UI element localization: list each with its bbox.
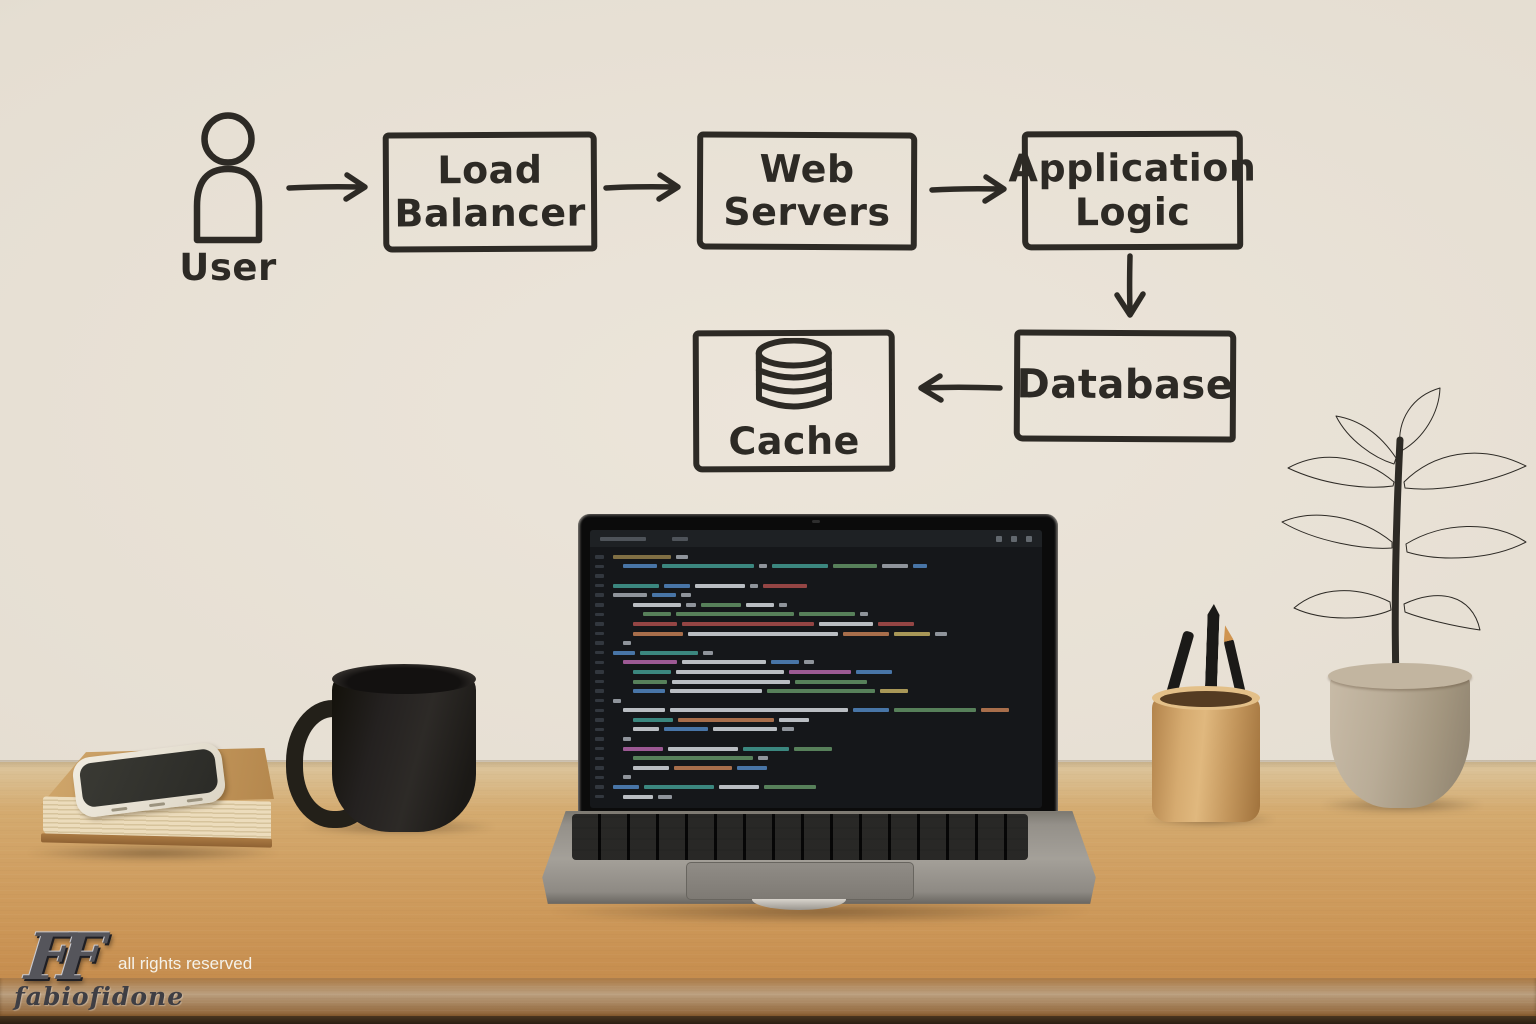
code-line — [590, 581, 1042, 591]
code-line — [590, 706, 1042, 716]
code-line — [590, 571, 1042, 581]
code-line — [590, 638, 1042, 648]
code-line — [590, 753, 1042, 763]
wood-grain-texture — [0, 978, 1536, 1018]
user-node-label: User — [179, 246, 277, 289]
pen-holder-opening — [1160, 691, 1252, 707]
laptop-lid-notch — [752, 899, 846, 910]
book-shadow — [26, 844, 280, 862]
application-logic-node: Application Logic — [1008, 130, 1256, 251]
mug-rim — [332, 664, 476, 694]
code-line — [590, 610, 1042, 620]
plant-pot-rim — [1328, 663, 1472, 689]
desk-front-edge — [0, 978, 1536, 1018]
plant-leaves — [1281, 387, 1527, 686]
arrow-web-servers-to-application-logic — [929, 174, 1007, 204]
database-label: Database — [1016, 361, 1234, 409]
cache-node: Cache — [692, 329, 896, 473]
plant-soil — [1339, 668, 1461, 686]
code-line — [590, 696, 1042, 706]
code-area — [590, 552, 1042, 801]
code-line — [590, 792, 1042, 802]
code-line — [590, 590, 1042, 600]
webcam-icon — [812, 520, 820, 523]
laptop-keyboard — [572, 814, 1028, 860]
arrow-database-to-cache — [918, 373, 1003, 403]
code-line — [590, 734, 1042, 744]
code-editor-window — [590, 530, 1042, 808]
editor-path-text — [600, 536, 646, 541]
code-line — [590, 715, 1042, 725]
pen-holder — [1152, 686, 1260, 822]
code-line — [590, 686, 1042, 696]
watermark-rights-text: all rights reserved — [118, 954, 253, 973]
load-balancer-label-line2: Balancer — [394, 190, 586, 236]
web-servers-label-line1: Web — [759, 146, 855, 191]
code-line — [590, 677, 1042, 687]
arrow-application-logic-to-database — [1114, 253, 1146, 318]
code-line — [590, 725, 1042, 735]
laptop-screen — [578, 514, 1058, 814]
cache-label: Cache — [728, 419, 860, 464]
code-line — [590, 763, 1042, 773]
code-line — [590, 552, 1042, 562]
code-line — [590, 648, 1042, 658]
editor-window-icons — [996, 535, 1032, 542]
code-line — [590, 744, 1042, 754]
load-balancer-label-line1: Load — [437, 147, 543, 192]
arrow-load-balancer-to-web-servers — [603, 172, 681, 202]
code-line — [590, 773, 1042, 783]
web-servers-node: Web Servers — [696, 131, 918, 251]
arrow-user-to-load-balancer — [286, 172, 368, 202]
code-line — [590, 782, 1042, 792]
code-line — [590, 562, 1042, 572]
application-logic-label-line1: Application — [1008, 145, 1257, 191]
watermark-signature: fabiofidone — [14, 982, 185, 1011]
plant-pot — [1328, 663, 1472, 808]
code-line — [590, 600, 1042, 610]
person-icon — [193, 112, 263, 244]
load-balancer-node: Load Balancer — [382, 131, 598, 253]
desk-underside-shadow — [0, 1016, 1536, 1024]
code-line — [590, 667, 1042, 677]
code-line — [590, 658, 1042, 668]
application-logic-label-line2: Logic — [1074, 189, 1191, 234]
coffee-mug — [332, 664, 476, 832]
database-node: Database — [1013, 329, 1237, 443]
editor-titlebar — [590, 530, 1042, 547]
code-line — [590, 629, 1042, 639]
database-cylinder-icon — [755, 338, 832, 410]
laptop-trackpad — [686, 862, 914, 900]
code-line — [590, 619, 1042, 629]
editor-tab-text — [672, 536, 688, 541]
web-servers-label-line2: Servers — [723, 189, 891, 235]
